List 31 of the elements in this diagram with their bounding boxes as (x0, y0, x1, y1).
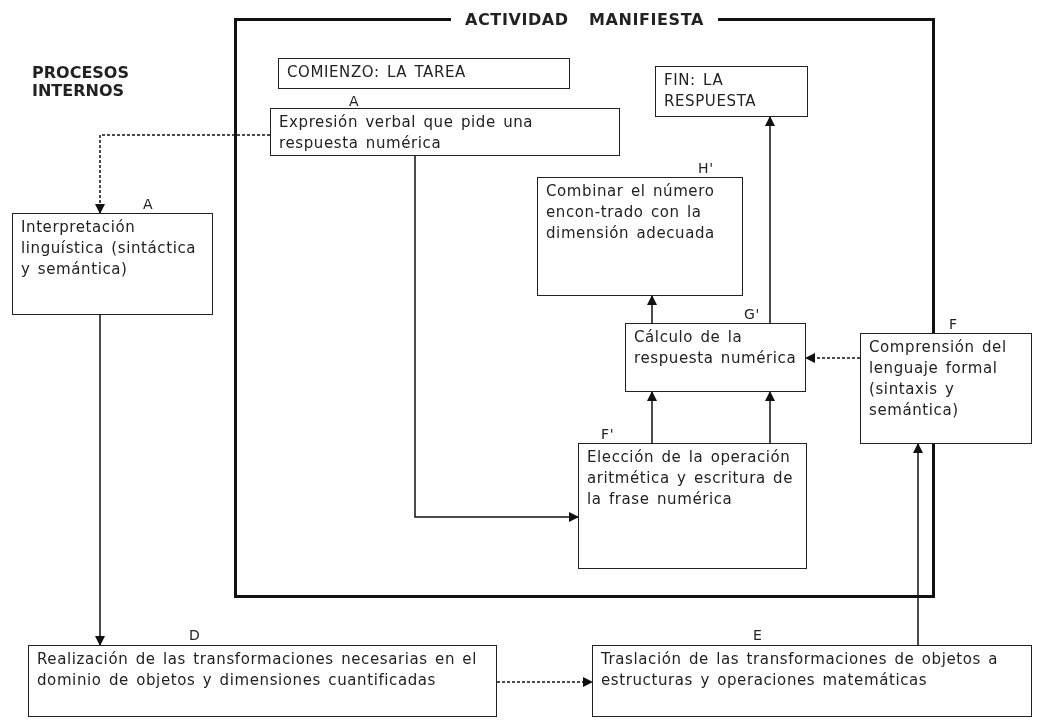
arrow (647, 295, 657, 324)
box-text: Realización de las transformaciones necesarias en el dominio de objetos y dimensiones cuantificadas (37, 649, 478, 691)
process-box (278, 58, 570, 89)
box-text: Interpretación linguística (sintáctica y semántica) (21, 217, 198, 280)
arrow (95, 134, 271, 214)
step-letter: A (349, 92, 360, 111)
arrow (765, 391, 775, 444)
box-text: Cálculo de la respuesta numérica (634, 327, 797, 369)
box-text: Comprensión del lenguaje formal (sintaxis y semántica) (869, 337, 1008, 421)
step-letter: A (143, 195, 154, 214)
arrow (647, 391, 657, 444)
arrow (913, 443, 923, 646)
step-letter: E (753, 626, 763, 645)
arrow (765, 116, 775, 324)
box-text: Expresión verbal que pide una respuesta numérica (279, 112, 535, 154)
box-text: Elección de la operación aritmética y escritura de la frase numérica (587, 447, 795, 510)
box-text: COMIENZO: LA TAREA (287, 62, 467, 83)
arrow (95, 314, 105, 646)
arrow (496, 677, 593, 687)
section-heading: PROCESOS INTERNOS (32, 64, 130, 100)
step-letter: F' (601, 425, 615, 444)
arrow (414, 155, 579, 522)
step-letter: F (949, 315, 958, 334)
step-letter: D (189, 626, 201, 645)
box-text: Traslación de las transformaciones de objetos a estructuras y operaciones matemáticas (601, 649, 1000, 691)
box-text: FIN: LA RESPUESTA (664, 70, 758, 112)
step-letter: H' (698, 159, 714, 178)
arrow (805, 353, 861, 363)
step-letter: G' (744, 305, 760, 324)
process-box (655, 66, 808, 117)
box-text: Combinar el número encon-trado con la dimensión adecuada (546, 181, 716, 244)
